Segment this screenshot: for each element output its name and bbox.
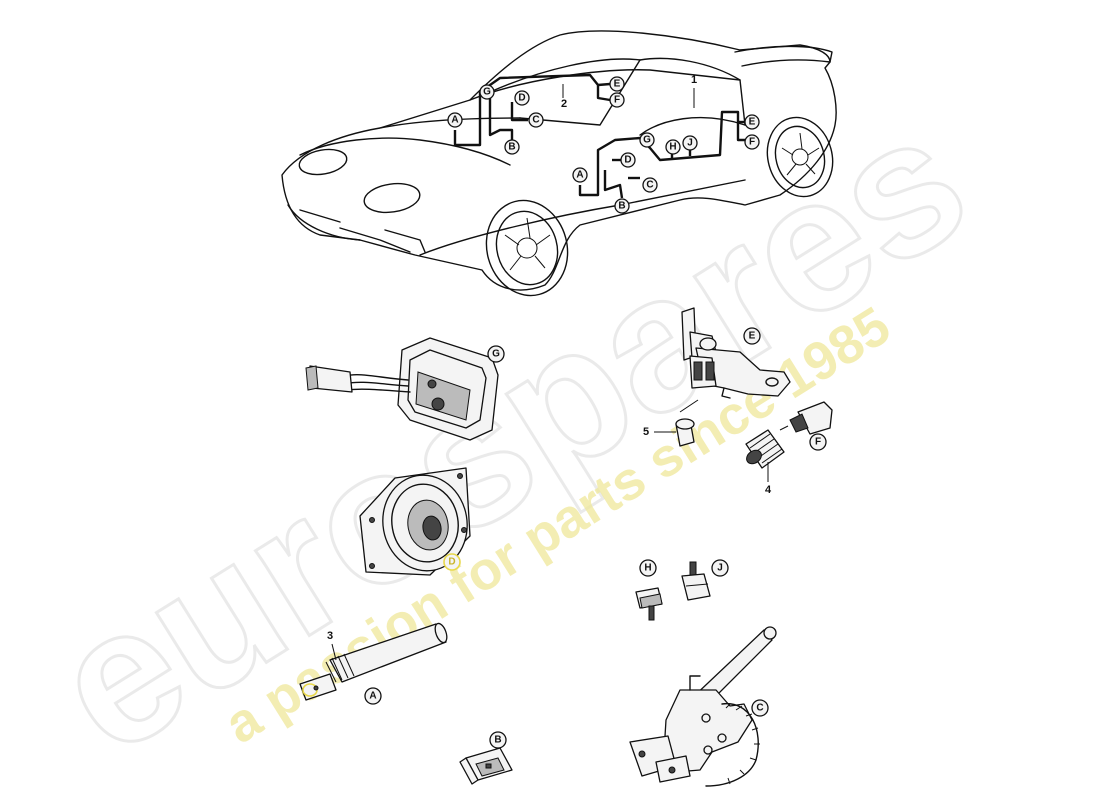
svg-text:F: F [749, 137, 755, 148]
front-callout-e: E [609, 76, 625, 92]
rear-callout-d: D [620, 152, 636, 168]
item-1-label: 1 [691, 74, 697, 86]
svg-text:E: E [749, 117, 756, 128]
item-2-label: 2 [561, 98, 567, 110]
rear-harness: A B C D G H J E F 1 [572, 74, 760, 214]
svg-text:D: D [624, 155, 631, 166]
item-5-label: 5 [643, 426, 649, 438]
rear-callout-a: A [572, 167, 588, 183]
callout-f: F [815, 437, 821, 448]
svg-text:A: A [451, 115, 458, 126]
watermark-brand: eurospares [19, 72, 1000, 795]
rear-callout-e: E [744, 114, 760, 130]
part-a-switch-rod: 3 A [299, 622, 448, 705]
svg-text:B: B [508, 142, 515, 153]
svg-text:C: C [646, 180, 653, 191]
callout-g: G [492, 349, 500, 360]
callout-b: B [494, 735, 501, 746]
front-callout-c: C [528, 112, 544, 128]
rear-callout-h: H [665, 139, 681, 155]
callout-h: H [644, 563, 651, 574]
svg-text:G: G [483, 87, 491, 98]
callout-c: C [756, 703, 763, 714]
rear-callout-g: G [639, 132, 655, 148]
callout-e: E [749, 331, 756, 342]
part-j-switch: J [681, 559, 729, 601]
svg-text:F: F [614, 95, 620, 106]
front-callout-d: D [514, 90, 530, 106]
svg-text:C: C [532, 115, 539, 126]
callout-j: J [717, 563, 723, 574]
front-callout-f: F [609, 92, 625, 108]
item-5-cap: 5 [643, 399, 699, 447]
part-d-speaker: D [359, 467, 471, 576]
part-h-switch: H [635, 559, 663, 621]
watermark: eurospares a passion for parts since 198… [18, 71, 1002, 797]
item-4-sleeve: 4 [745, 429, 785, 496]
rear-callout-c: C [642, 177, 658, 193]
svg-text:D: D [518, 93, 525, 104]
part-g-interior-light: G [305, 337, 505, 441]
rear-callout-j: J [682, 135, 698, 151]
part-b-contact: B [459, 731, 513, 785]
part-c-window-regulator: C [629, 626, 777, 787]
callout-d: D [448, 557, 455, 568]
rear-callout-f: F [744, 134, 760, 150]
svg-text:H: H [669, 142, 676, 153]
front-harness: A B C D G E F 2 [447, 73, 625, 155]
item-3-label: 3 [327, 630, 333, 642]
svg-text:B: B [618, 201, 625, 212]
svg-text:J: J [687, 138, 693, 149]
part-e-door-switch: E [681, 307, 791, 399]
front-callout-g: G [479, 84, 495, 100]
svg-text:E: E [614, 79, 621, 90]
item-4-label: 4 [765, 484, 772, 496]
svg-text:G: G [643, 135, 651, 146]
svg-text:A: A [576, 170, 583, 181]
part-f-switch: F [779, 401, 833, 451]
callout-a: A [369, 691, 376, 702]
front-callout-b: B [504, 139, 520, 155]
front-callout-a: A [447, 112, 463, 128]
rear-callout-b: B [614, 198, 630, 214]
